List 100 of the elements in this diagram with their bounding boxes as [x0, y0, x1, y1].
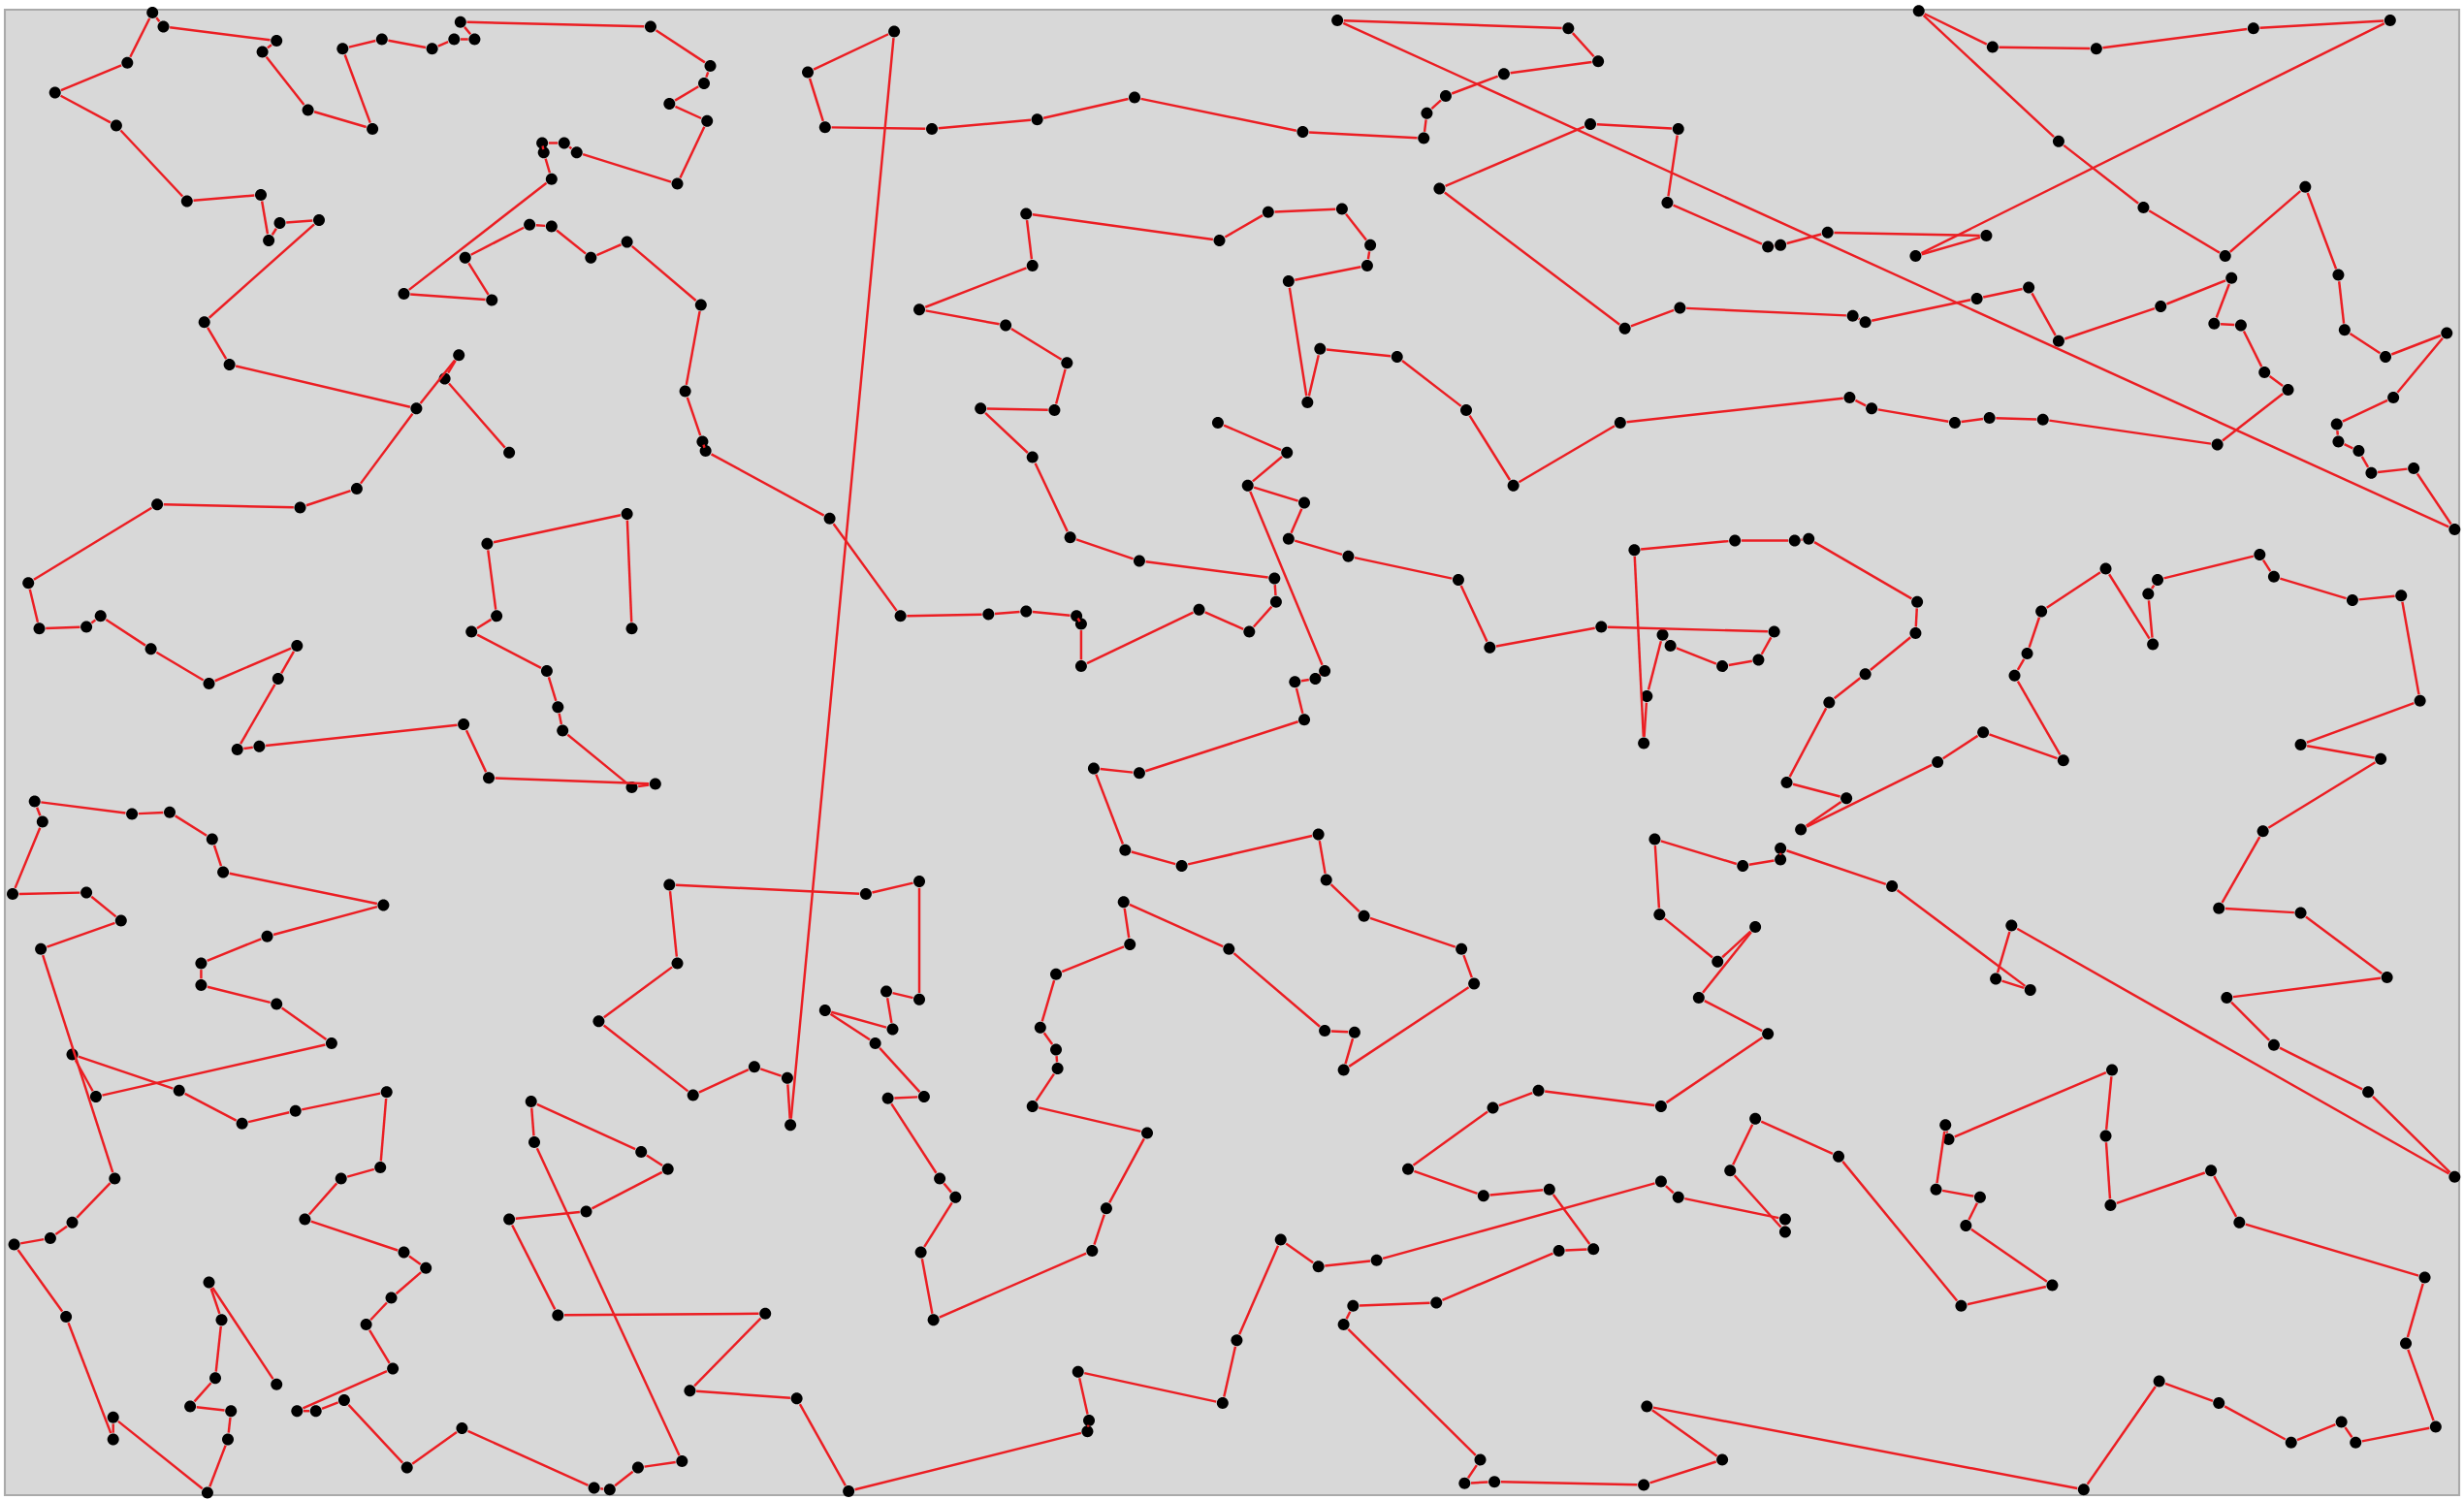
route-line	[1075, 538, 1134, 560]
route-line	[408, 181, 548, 291]
route-line	[1348, 986, 1470, 1068]
route-line	[702, 444, 706, 449]
route-line	[1252, 456, 1283, 483]
route-line	[461, 38, 468, 41]
route-line	[2016, 681, 2062, 756]
route-line	[568, 145, 573, 150]
route-line	[1704, 1000, 1763, 1033]
route-line	[595, 243, 622, 257]
route-line	[207, 938, 262, 962]
route-line	[369, 1301, 388, 1322]
route-line	[1294, 539, 1343, 556]
route-line	[984, 412, 1029, 454]
route-line	[668, 890, 679, 957]
route-line	[184, 1092, 238, 1122]
route-line	[487, 550, 497, 610]
route-line	[2344, 1426, 2353, 1438]
route-line	[2151, 584, 2156, 590]
route-line	[208, 1445, 227, 1487]
route-line	[1922, 14, 2055, 139]
route-line	[1100, 767, 1134, 774]
route-line	[208, 223, 315, 319]
route-line	[1345, 213, 1367, 241]
route-line	[1140, 97, 1297, 132]
route-line	[1451, 75, 1499, 95]
route-line	[907, 613, 982, 618]
route-line	[90, 619, 97, 624]
route-line	[994, 610, 1020, 616]
route-line	[685, 310, 701, 386]
route-line	[1660, 840, 1738, 866]
route-line	[1741, 539, 1789, 542]
route-line	[1086, 1424, 1090, 1427]
route-line	[163, 503, 294, 509]
route-line	[271, 228, 277, 236]
route-line	[1552, 1194, 1591, 1245]
route-line	[493, 514, 622, 544]
route-line	[710, 453, 825, 517]
route-line	[1914, 608, 1918, 627]
route-line	[35, 807, 42, 816]
route-line	[1444, 191, 1620, 326]
route-line	[705, 71, 710, 78]
route-line	[214, 1325, 222, 1372]
route-line	[603, 966, 673, 1019]
route-line	[2361, 1426, 2430, 1443]
route-line	[307, 1182, 338, 1216]
route-line	[1290, 508, 1303, 534]
route-line	[1571, 32, 1595, 58]
route-line	[1954, 1071, 2107, 1138]
route-line	[2224, 1405, 2287, 1441]
route-line	[1084, 1371, 1217, 1403]
route-line	[939, 1252, 1087, 1319]
route-line	[1187, 834, 1313, 866]
route-line	[925, 309, 1000, 326]
route-line	[644, 1460, 676, 1468]
route-line	[1441, 1252, 1553, 1301]
route-line	[1040, 979, 1056, 1022]
route-line	[1086, 611, 1194, 665]
route-line	[1038, 1106, 1141, 1133]
route-line	[60, 94, 112, 124]
route-line	[1325, 1260, 1371, 1267]
route-line	[1445, 125, 1585, 187]
route-line	[2306, 192, 2338, 270]
route-line	[2046, 571, 2101, 609]
route-line	[674, 105, 702, 120]
route-line	[1871, 299, 1971, 322]
route-line	[1924, 13, 1988, 46]
route-line	[47, 921, 115, 948]
route-line	[2406, 1283, 2424, 1338]
route-line	[495, 777, 650, 785]
route-line	[2001, 979, 2025, 990]
route-line	[2213, 1175, 2238, 1218]
route-line	[1145, 560, 1268, 579]
route-line	[1702, 931, 1752, 994]
route-line	[1238, 1245, 1280, 1335]
route-line	[193, 194, 255, 203]
route-line	[2372, 1096, 2451, 1173]
route-line	[46, 625, 80, 630]
route-line	[1076, 618, 1081, 622]
route-line	[467, 1429, 589, 1486]
route-line	[1641, 539, 1729, 551]
route-line	[408, 1255, 422, 1265]
route-line	[536, 1102, 636, 1151]
route-line	[193, 1382, 212, 1403]
route-line	[1684, 1197, 1779, 1220]
route-line	[1778, 852, 1782, 855]
route-line	[1806, 763, 1933, 828]
route-line	[1673, 204, 1763, 245]
route-line	[1309, 131, 1418, 140]
route-line	[566, 733, 628, 784]
route-line	[437, 41, 449, 48]
route-line	[2163, 555, 2255, 580]
route-line	[917, 887, 921, 993]
route-line	[155, 651, 205, 682]
route-line	[1877, 408, 1949, 423]
route-line	[1945, 1131, 1949, 1133]
route-line	[832, 523, 898, 612]
route-line	[638, 783, 650, 788]
route-line	[129, 17, 151, 58]
route-line	[1665, 639, 1668, 642]
